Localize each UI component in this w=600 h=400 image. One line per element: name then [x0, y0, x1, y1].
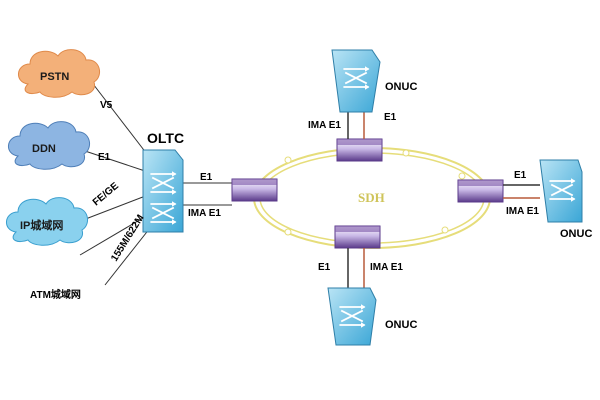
ip-cloud: IP城域网	[6, 197, 89, 246]
onuc-bottom-device	[327, 287, 377, 346]
onuc-top-ima-e1-label: IMA E1	[308, 120, 341, 131]
onuc-right-e1-label: E1	[514, 170, 527, 181]
onuc-bottom-e1-label: E1	[318, 262, 331, 273]
adm-right	[457, 179, 504, 203]
ddn-cloud: DDN	[8, 121, 91, 170]
adm-nodes	[231, 138, 504, 249]
adm-top	[336, 138, 383, 162]
oltc-label: OLTC	[147, 130, 184, 146]
onuc-top-device	[331, 49, 381, 113]
v5-label: V5	[100, 100, 113, 111]
onuc-right-device	[539, 159, 583, 223]
oltc-adm-links	[183, 182, 232, 206]
pstn-label: PSTN	[40, 71, 69, 83]
pstn-cloud: PSTN	[18, 49, 101, 98]
adm-bottom	[334, 225, 381, 249]
oltc-ima-e1-label: IMA E1	[188, 208, 221, 219]
onuc-bottom-label: ONUC	[385, 319, 417, 331]
onuc-right-label: ONUC	[560, 228, 592, 240]
onuc-top-e1-label: E1	[384, 112, 397, 123]
onuc-bottom-ima-e1-label: IMA E1	[370, 262, 403, 273]
ddn-label: DDN	[32, 143, 56, 155]
atm-label: ATM城域网	[30, 288, 81, 301]
ring-markers	[284, 149, 466, 236]
oltc-e1-label: E1	[200, 172, 213, 183]
onuc-right-ima-e1-label: IMA E1	[506, 206, 539, 217]
sdh-label: SDH	[358, 190, 385, 205]
fege-label: FE/GE	[91, 180, 121, 208]
onuc-top-label: ONUC	[385, 81, 417, 93]
e1-ddn-label: E1	[98, 152, 111, 163]
oltc-device	[142, 149, 184, 233]
adm-onuc-links	[347, 112, 540, 288]
adm-left	[231, 178, 278, 202]
ip-label: IP城域网	[20, 218, 63, 232]
